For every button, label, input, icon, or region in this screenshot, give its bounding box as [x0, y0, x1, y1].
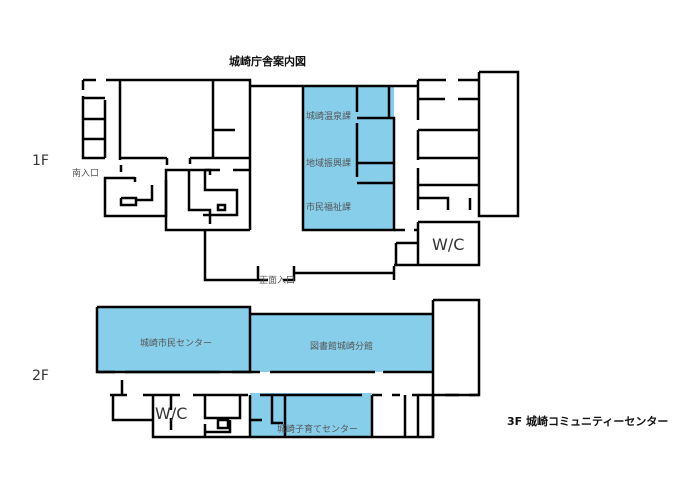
floor-label-3f: 3F 城崎コミュニティーセンター [507, 415, 669, 428]
page-title: 城崎庁舎案内図 [229, 55, 306, 68]
walls-1f [81, 70, 520, 282]
south-entrance-label: 南入口 [72, 169, 100, 179]
main-entrance-label: 正面入口 [259, 276, 296, 286]
room-label-welfare: 市民福祉課 [306, 203, 352, 213]
room-label-onsen: 城崎温泉課 [306, 112, 352, 122]
floor-label-2f: 2F [32, 368, 49, 384]
room-label-childcare: 城崎子育てセンター [277, 425, 359, 435]
room-2f-childcare[interactable] [250, 393, 372, 437]
floor-label-1f: 1F [32, 153, 49, 169]
room-2f-civic-center[interactable] [97, 307, 250, 372]
room-2f-library[interactable] [250, 314, 433, 372]
room-label-civic-center: 城崎市民センター [140, 339, 213, 349]
room-label-library: 図書館城崎分館 [310, 342, 374, 352]
restroom-2f: W/C [155, 404, 188, 423]
walls-2f [95, 298, 481, 439]
restroom-1f: W/C [432, 235, 465, 254]
room-1f-offices[interactable] [303, 86, 394, 230]
room-label-regional: 地域振興課 [306, 159, 352, 169]
